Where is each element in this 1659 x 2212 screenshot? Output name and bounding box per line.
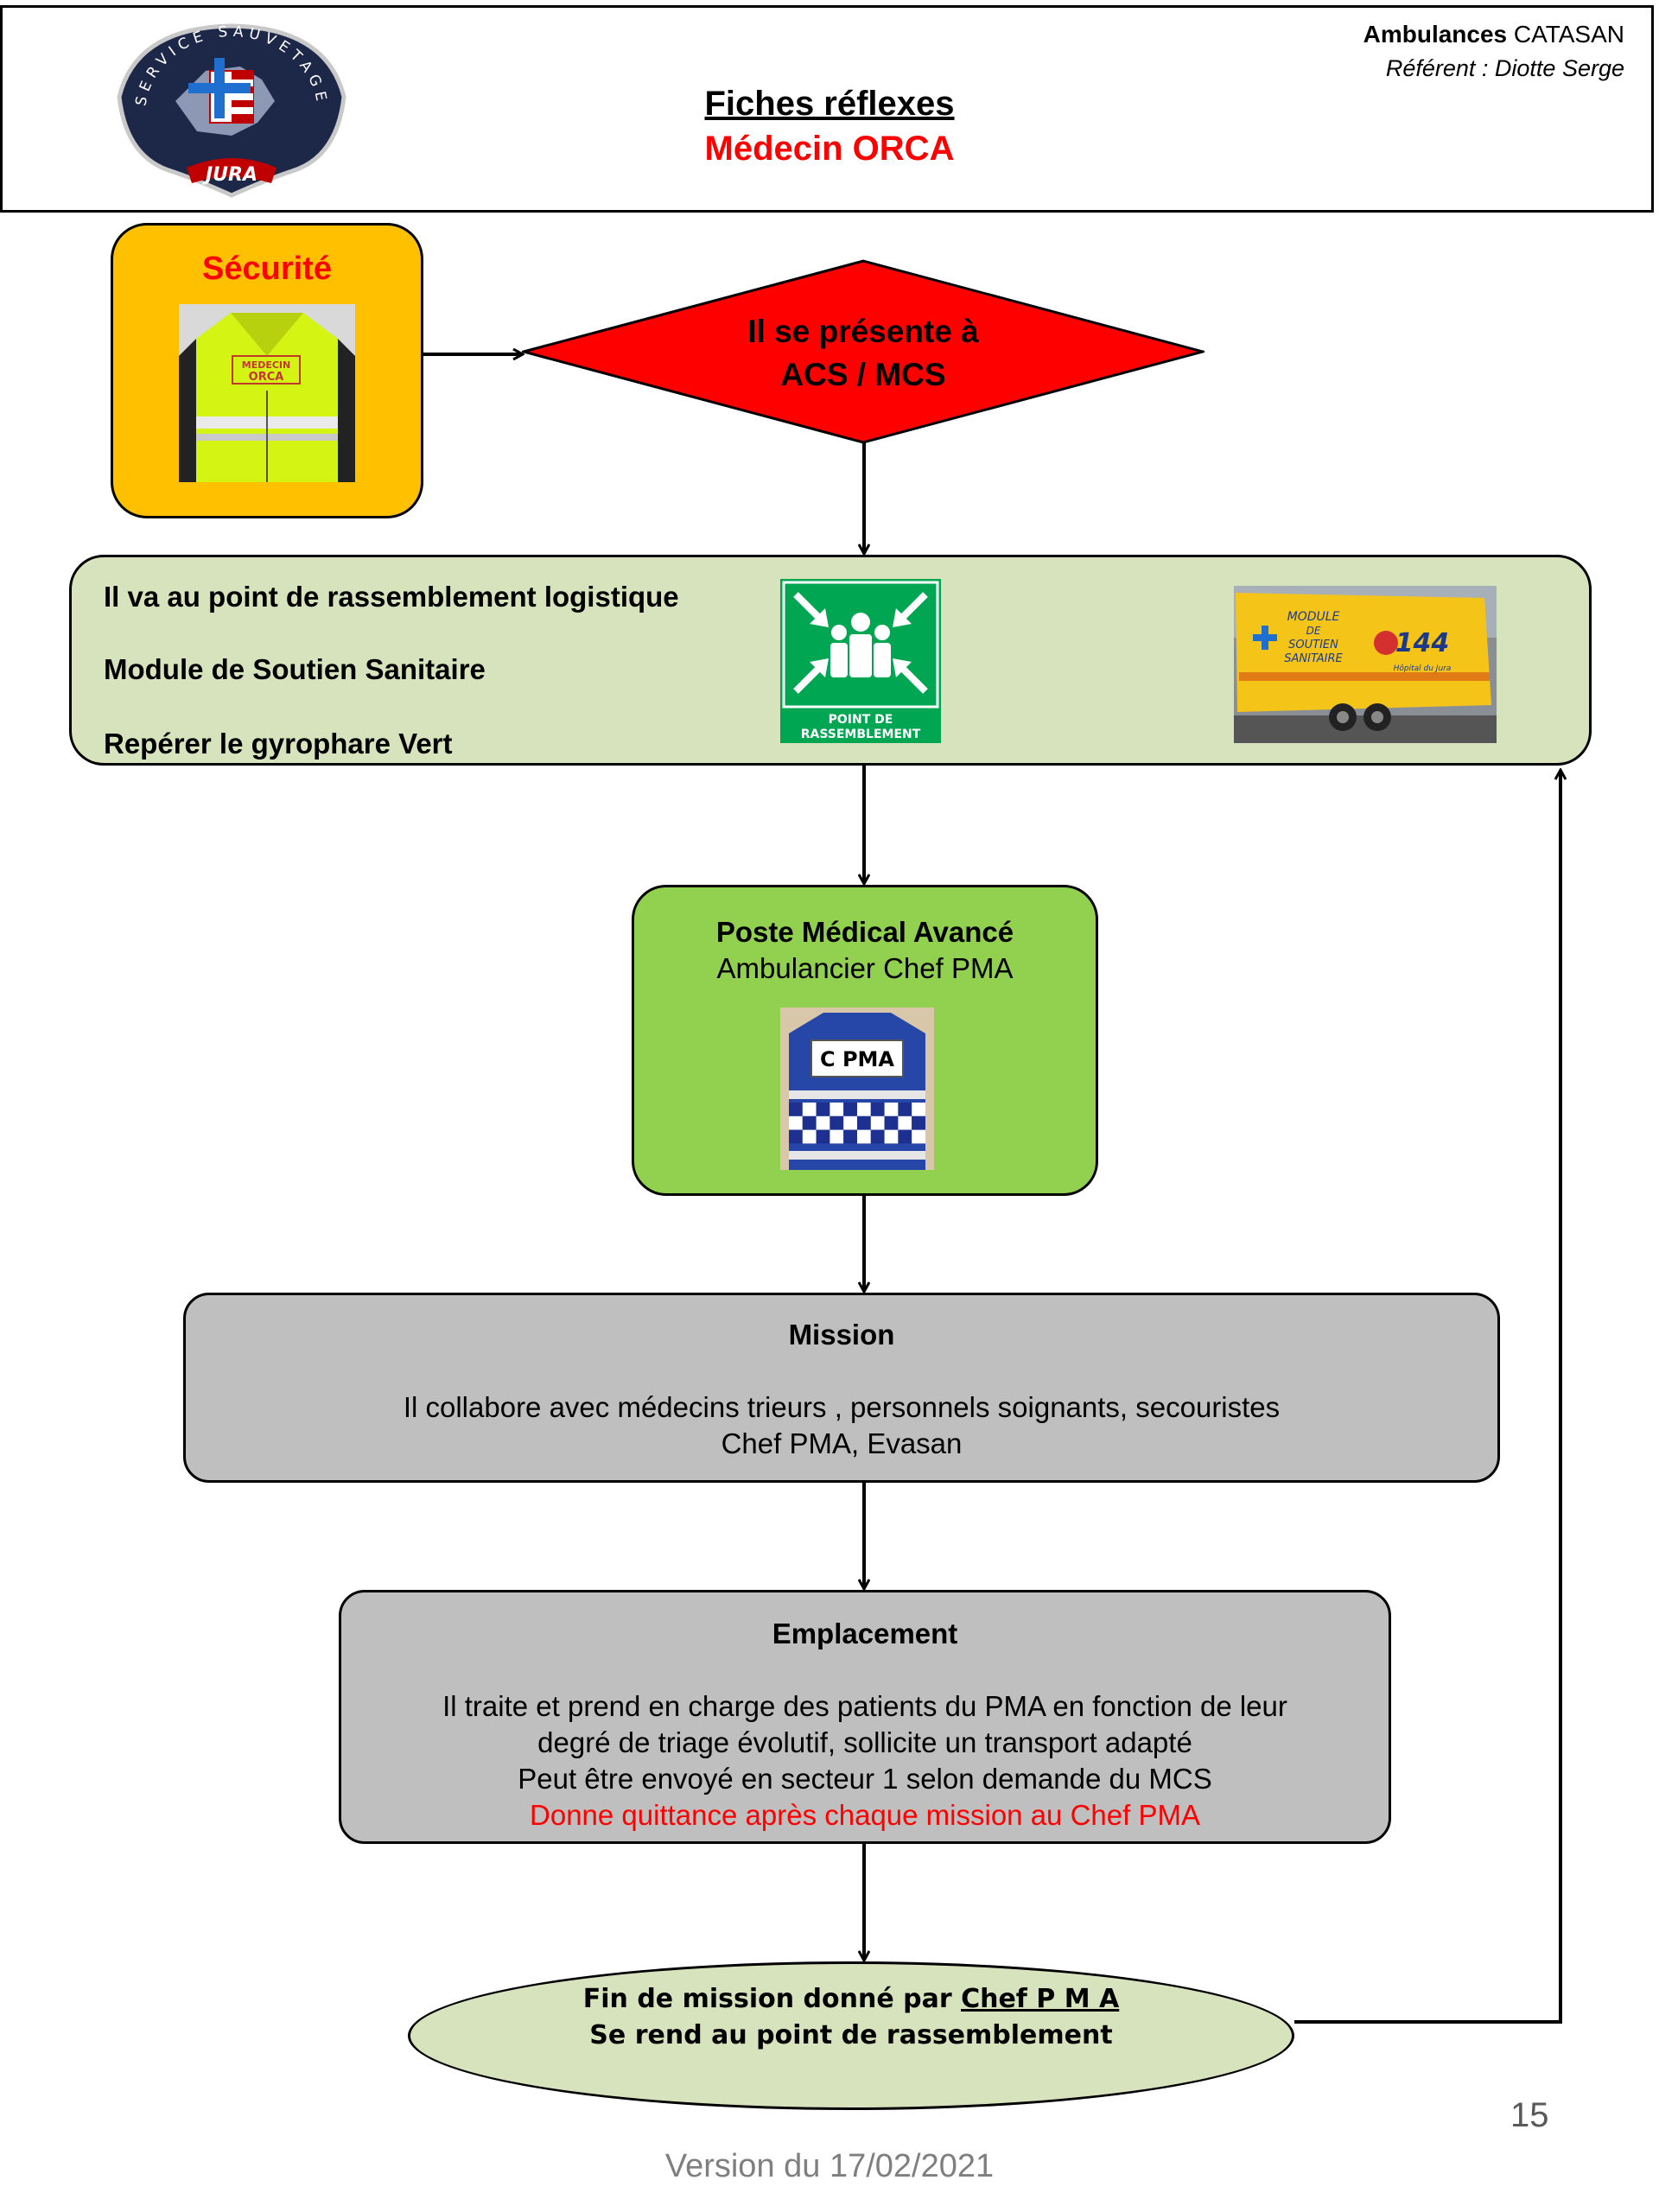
yellow-safety-vest-picture: MEDECIN ORCA (179, 304, 355, 482)
checker-square (898, 1129, 912, 1144)
rassemblement-line3: Repérer le gyrophare Vert (104, 728, 453, 760)
checker-square (912, 1116, 925, 1130)
version-text: Version du 17/02/2021 (664, 2148, 995, 2184)
checker-square (789, 1129, 803, 1144)
fin-de-mission-ellipse (408, 1961, 1294, 2110)
checker-square (870, 1129, 885, 1144)
checker-square (898, 1103, 912, 1116)
checker-square (789, 1116, 803, 1130)
svg-text:JURA: JURA (202, 164, 257, 186)
sanitary-support-trailer-picture: MODULE DE SOUTIEN SANITAIRE 144 Hôpital … (1234, 586, 1497, 743)
securite-title: Sécurité (202, 251, 332, 287)
checker-square (898, 1116, 912, 1130)
mission-title: Mission (788, 1319, 895, 1351)
fin-line2: Se rend au point de rassemblement (589, 2020, 1113, 2050)
checker-square (884, 1129, 899, 1144)
decision-line2: ACS / MCS (780, 357, 945, 392)
checker-square (830, 1103, 844, 1116)
svg-text:144: 144 (1395, 628, 1450, 658)
checker-square (843, 1129, 857, 1144)
checker-square (816, 1129, 830, 1144)
svg-text:RASSEMBLEMENT: RASSEMBLEMENT (801, 728, 921, 741)
emplacement-box (339, 1590, 1391, 1844)
fin-line1: Fin de mission donné par Chef P M A (408, 1984, 1294, 2014)
svg-text:SANITAIRE: SANITAIRE (1284, 652, 1343, 665)
checker-square (912, 1129, 925, 1144)
checker-square (857, 1129, 871, 1144)
svg-text:ORCA: ORCA (249, 371, 284, 384)
mission-line2: Chef PMA, Evasan (721, 1427, 963, 1459)
checker-square (802, 1103, 817, 1116)
document-subtitle: Médecin ORCA (704, 130, 955, 168)
checker-square (870, 1116, 885, 1130)
emplacement-line2: degré de triage évolutif, sollicite un t… (537, 1726, 1192, 1758)
mission-line1: Il collabore avec médecins trieurs , per… (403, 1391, 1281, 1423)
svg-text:MODULE: MODULE (1287, 610, 1340, 624)
checker-square (912, 1103, 925, 1116)
svg-text:C PMA: C PMA (820, 1047, 894, 1071)
checker-square (802, 1116, 817, 1130)
checker-square (802, 1129, 817, 1144)
checker-square (884, 1103, 899, 1116)
assembly-point-sign-icon: POINT DE RASSEMBLEMENT (780, 579, 941, 743)
referent-text: Référent : Diotte Serge (1385, 55, 1624, 81)
emplacement-line4: Donne quittance après chaque mission au … (530, 1799, 1200, 1831)
emplacement-line1: Il traite et prend en charge des patient… (442, 1690, 1287, 1722)
checker-square (830, 1116, 844, 1130)
checker-square (884, 1116, 899, 1130)
checker-square (816, 1103, 830, 1116)
svg-text:DE: DE (1306, 625, 1321, 637)
pma-subtitle: Ambulancier Chef PMA (716, 952, 1014, 984)
checker-square (789, 1103, 803, 1116)
mission-box (183, 1293, 1500, 1483)
service-sauvetage-jura-logo: SERVICE SAUVETAGE JURA (117, 23, 346, 198)
svg-text:MEDECIN: MEDECIN (242, 359, 290, 371)
decision-diamond: Il se présente à ACS / MCS (522, 259, 1205, 444)
checker-square (857, 1103, 871, 1116)
blue-chef-pma-vest-picture: C PMA (780, 1007, 934, 1170)
svg-text:SOUTIEN: SOUTIEN (1288, 639, 1338, 652)
emplacement-line3: Peut être envoyé en secteur 1 selon dema… (518, 1763, 1212, 1795)
fin-chef-pma: Chef P M A (961, 1984, 1120, 2014)
company-name: Ambulances CATASAN (1363, 21, 1624, 48)
rassemblement-line2: Module de Soutien Sanitaire (104, 653, 486, 685)
checker-square (816, 1116, 830, 1130)
page-number: 15 (1510, 2096, 1549, 2134)
company-name-bold: Ambulances (1363, 21, 1508, 48)
rassemblement-line1: Il va au point de rassemblement logistiq… (104, 581, 679, 613)
svg-text:POINT DE: POINT DE (829, 713, 893, 727)
svg-text:Hôpital du Jura: Hôpital du Jura (1394, 664, 1452, 673)
fin-line1-prefix: Fin de mission donné par (582, 1984, 962, 2014)
checker-square (830, 1129, 844, 1144)
arrow-fin-to-rassemblement (1294, 771, 1560, 2024)
company-name-rest: CATASAN (1513, 21, 1624, 48)
document-title: Fiches réflexes (704, 85, 955, 123)
pma-title: Poste Médical Avancé (715, 916, 1014, 948)
decision-line1: Il se présente à (747, 314, 979, 349)
checker-square (843, 1116, 857, 1130)
checker-square (857, 1116, 871, 1130)
emplacement-title: Emplacement (772, 1618, 958, 1649)
checkerboard-pattern (789, 1103, 925, 1144)
checker-square (870, 1103, 885, 1116)
checker-square (843, 1103, 857, 1116)
